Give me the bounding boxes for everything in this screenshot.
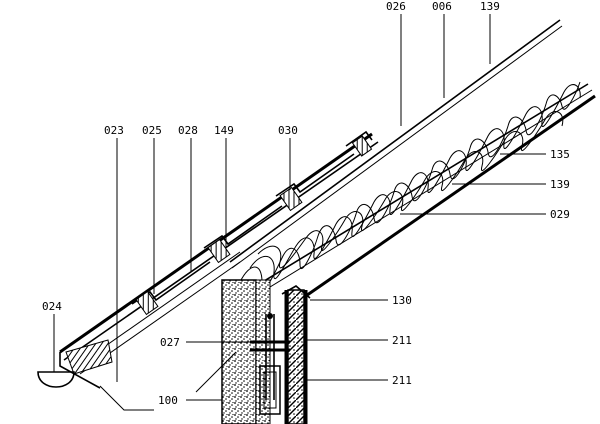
- label-023: 023: [104, 124, 124, 137]
- label-006: 006: [432, 0, 452, 13]
- label-139-right: 139: [550, 178, 570, 191]
- label-149: 149: [214, 124, 234, 137]
- roof-tiles: [59, 130, 379, 389]
- label-211-lower: 211: [392, 374, 412, 387]
- label-024: 024: [42, 300, 62, 313]
- label-130: 130: [392, 294, 412, 307]
- leader-lines: [99, 14, 546, 411]
- label-025: 025: [142, 124, 162, 137]
- label-028: 028: [178, 124, 198, 137]
- label-030: 030: [278, 124, 298, 137]
- label-100: 100: [158, 394, 178, 407]
- anchor-bolt: [250, 313, 290, 415]
- label-211-upper: 211: [392, 334, 412, 347]
- timber-post: [281, 285, 311, 424]
- label-027: 027: [160, 336, 180, 349]
- label-135: 135: [550, 148, 570, 161]
- part-labels: 026 006 139 023 025 028 149 030 135 139 …: [42, 0, 570, 407]
- insulation-layer: [229, 19, 596, 302]
- gutter: [37, 314, 75, 388]
- masonry-wall: [221, 279, 271, 424]
- label-029: 029: [550, 208, 570, 221]
- label-026: 026: [386, 0, 406, 13]
- label-139-top: 139: [480, 0, 500, 13]
